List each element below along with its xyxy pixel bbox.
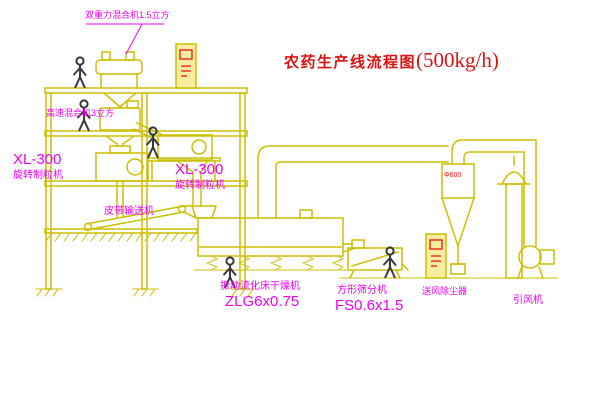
worker-figure xyxy=(72,56,87,89)
cyclone-outlet-duct xyxy=(451,139,537,247)
label-square-sieve-model: FS0.6x1.5 xyxy=(335,297,404,314)
belt-conveyor xyxy=(83,204,198,232)
worker-figure xyxy=(382,246,397,279)
label-fluid-bed-name: 振动流化床干燥机 xyxy=(220,281,300,292)
granulator-2 xyxy=(157,134,213,207)
exhaust-duct-main xyxy=(257,145,449,219)
label-dust-collector: 送风除尘器 xyxy=(422,286,468,296)
granulator-1 xyxy=(95,145,149,219)
label-belt-conveyor: 皮带输送机 xyxy=(104,206,154,217)
diagram-title: 农药生产线流程图(500kg/h) xyxy=(284,48,499,73)
label-induced-draft-fan: 引风机 xyxy=(513,295,543,306)
label-granulator2-model: XL-300 xyxy=(175,161,224,178)
label-granulator1-name: 旋转制粒机 xyxy=(13,170,63,181)
building-frame xyxy=(44,87,248,290)
label-high-speed-mixer: 高速混合机3立方 xyxy=(46,108,115,118)
label-cyclone-dimension: Φ600 xyxy=(444,172,462,179)
dust-collector-unit-2 xyxy=(425,233,447,279)
label-granulator1-model: XL-300 xyxy=(13,151,62,168)
label-square-sieve-name: 方形筛分机 xyxy=(337,285,387,296)
label-leader-line xyxy=(86,23,164,55)
square-sieve xyxy=(347,239,410,280)
label-gravity-mixer: 双重力混合机1.5立方 xyxy=(85,10,170,20)
cyclone-separator xyxy=(441,163,475,275)
high-speed-mixer xyxy=(99,100,162,147)
fluid-bed-dryer xyxy=(190,205,357,271)
title-capacity: (500kg/h) xyxy=(416,48,499,72)
title-text: 农药生产线流程图 xyxy=(284,55,417,71)
dust-collector-unit-1 xyxy=(175,43,197,89)
exhaust-stack xyxy=(497,156,531,279)
label-granulator2-name: 旋转制粒机 xyxy=(175,180,225,191)
induced-draft-fan xyxy=(517,245,555,279)
gravity-mixer xyxy=(95,51,143,109)
label-fluid-bed-model: ZLG6x0.75 xyxy=(225,293,300,310)
